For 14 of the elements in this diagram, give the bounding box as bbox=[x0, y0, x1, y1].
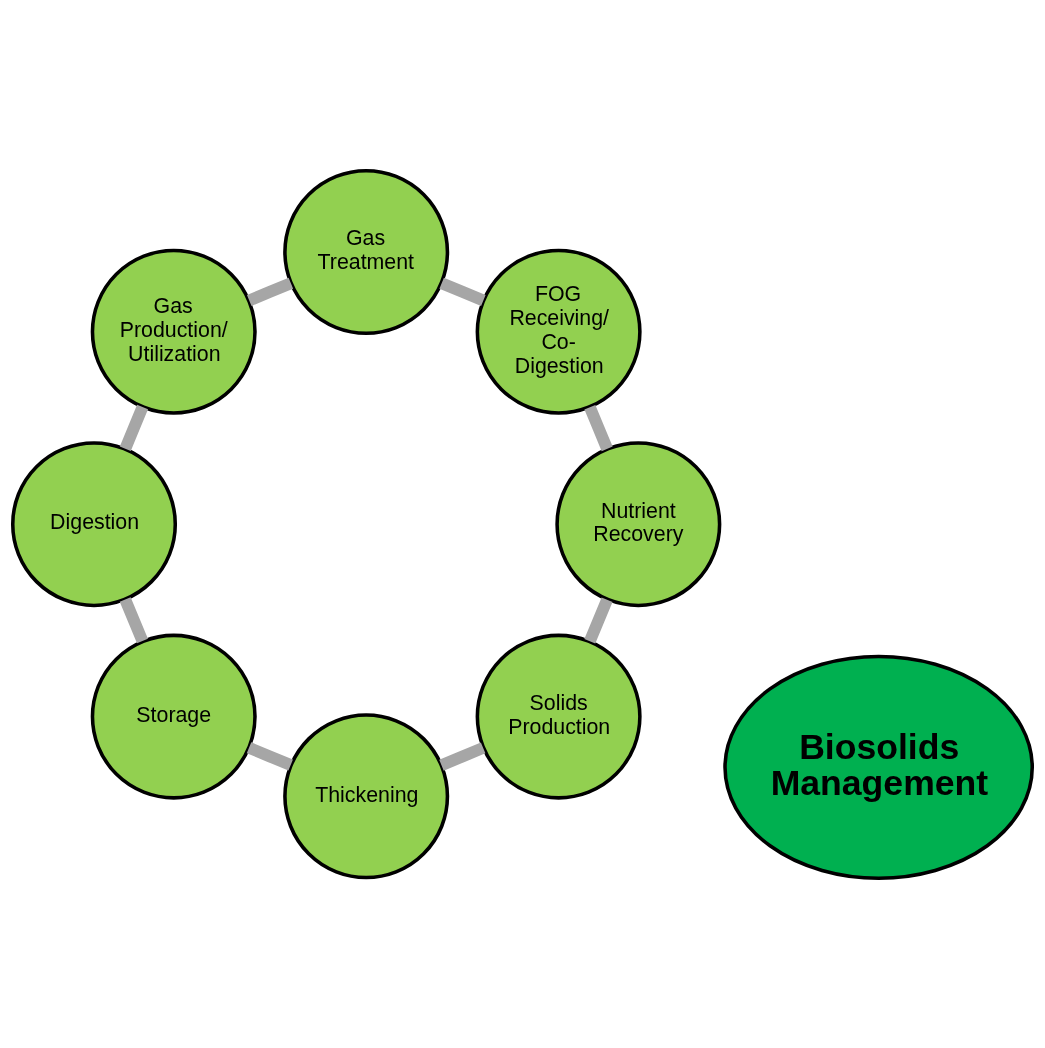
node-circle: Solids Production bbox=[475, 633, 642, 800]
connector bbox=[439, 741, 486, 771]
node-circle: Nutrient Recovery bbox=[555, 440, 722, 607]
node-circle: Digestion bbox=[11, 440, 178, 607]
connector bbox=[246, 277, 294, 306]
node-circle: FOG Receiving/ Co- Digestion bbox=[475, 248, 642, 415]
node-circle: Gas Production/ Utilization bbox=[90, 248, 257, 415]
node-circle: Storage bbox=[90, 633, 257, 800]
node-circle: Thickening bbox=[283, 712, 450, 879]
connector bbox=[584, 596, 613, 644]
connector bbox=[439, 277, 486, 306]
node-circle: Gas Treatment bbox=[283, 168, 450, 335]
connector bbox=[246, 741, 293, 771]
node-ellipse: Biosolids Management bbox=[723, 654, 1034, 880]
